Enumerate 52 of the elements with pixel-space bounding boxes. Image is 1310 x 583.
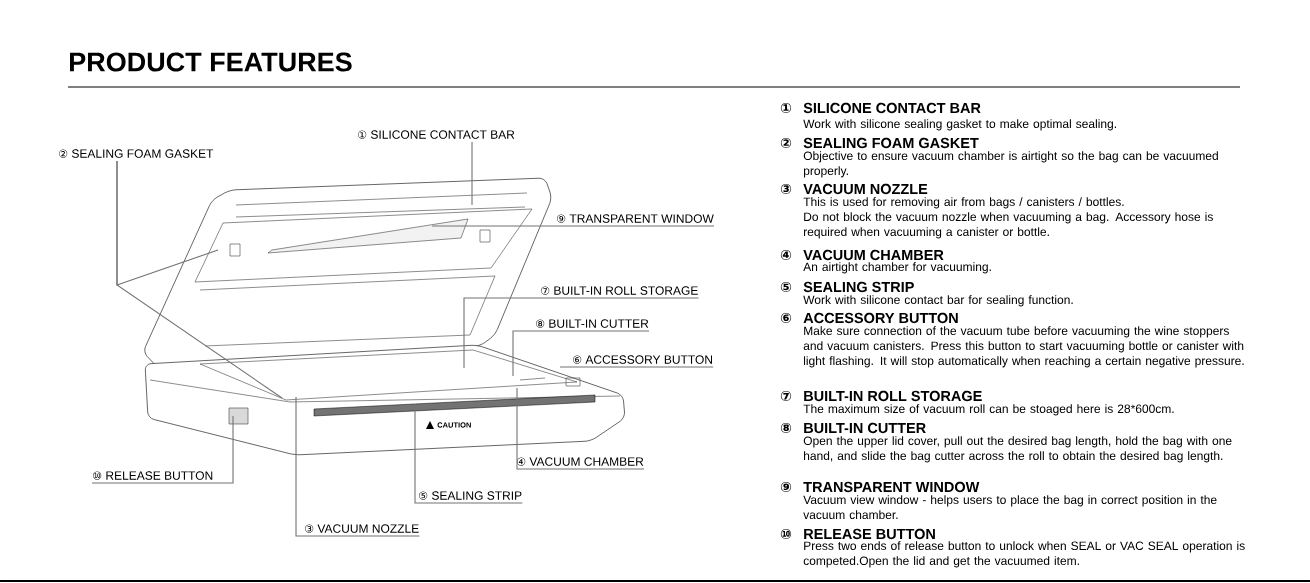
feature-description: Objective to ensure vacuum chamber is airtight so the bag can be vacuumed properly. xyxy=(803,151,1218,178)
callout-label: ① SILICONE CONTACT BAR xyxy=(358,130,515,139)
callout-number: ⑧ xyxy=(780,422,792,434)
callout-label: ② SEALING FOAM GASKET xyxy=(59,149,214,158)
leader-line xyxy=(91,415,234,484)
feature-description: Vacuum view window - helps users to place the bag in correct position in the vacuum chamber. xyxy=(803,495,1217,519)
callout-label: ④ VACUUM CHAMBER xyxy=(517,457,644,466)
feature-heading: SEALING STRIP xyxy=(803,281,914,293)
leader-line xyxy=(559,366,714,368)
callout-label: ⑨ TRANSPARENT WINDOW xyxy=(557,214,714,223)
callout-number: ⑤ xyxy=(780,281,792,293)
callout-label: ⑧ BUILT-IN CUTTER xyxy=(536,319,649,328)
callout-label: ⑤ SEALING STRIP xyxy=(419,491,522,500)
callout-label: ⑩ RELEASE BUTTON xyxy=(93,471,213,480)
leader-line xyxy=(295,396,420,537)
feature-description: Make sure connection of the vacuum tube before vacuuming the wine stoppers and vacuum canisters. Press this button to start vacuuming bottle or canister with light flashing. It will stop automatically when reaching a certain negative pressure. xyxy=(803,326,1244,368)
feature-description: Open the upper lid cover, pull out the desired bag length, hold the bag with one hand, and slide the bag cutter across the roll to obtain the desired bag length. xyxy=(803,436,1232,463)
feature-heading: SEALING FOAM GASKET xyxy=(803,137,979,149)
leader-line xyxy=(463,297,700,369)
callout-number: ① xyxy=(780,102,792,114)
feature-description: The maximum size of vacuum roll can be stoaged here is 28*600cm. xyxy=(803,404,1174,416)
feature-heading: TRANSPARENT WINDOW xyxy=(803,481,980,493)
callout-label: ③ VACUUM NOZZLE xyxy=(305,524,419,533)
callout-label: ⑦ BUILT-IN ROLL STORAGE xyxy=(541,286,698,295)
feature-heading: BUILT-IN CUTTER xyxy=(804,422,926,434)
callout-number: ③ xyxy=(780,183,792,195)
feature-heading: VACUUM CHAMBER xyxy=(803,249,944,261)
feature-heading: ACCESSORY BUTTON xyxy=(803,312,958,324)
leader-line xyxy=(471,141,473,206)
feature-description: Press two ends of release button to unlock when SEAL or VAC SEAL operation is competed.Open the lid and get the vacuumed item. xyxy=(803,541,1245,568)
leader-line xyxy=(431,225,715,227)
callout-label: ⑥ ACCESSORY BUTTON xyxy=(573,355,712,364)
feature-description: This is used for removing air from bags / canisters / bottles. xyxy=(803,197,1124,209)
feature-heading: VACUUM NOZZLE xyxy=(803,183,928,195)
feature-description: Work with silicone contact bar for sealing function. xyxy=(803,295,1073,307)
callout-number: ⑥ xyxy=(780,312,792,324)
callout-number: ⑦ xyxy=(780,390,792,402)
feature-heading: BUILT-IN ROLL STORAGE xyxy=(804,390,982,402)
leader-line xyxy=(116,160,283,399)
leader-line xyxy=(512,330,650,377)
leader-line xyxy=(516,387,645,470)
callout-number: ④ xyxy=(780,249,792,261)
feature-heading: SILICONE CONTACT BAR xyxy=(803,102,981,114)
feature-heading: RELEASE BUTTON xyxy=(804,528,935,540)
callout-number: ⑨ xyxy=(780,481,792,493)
callout-number: ⑩ xyxy=(780,528,792,540)
feature-description: Work with silicone sealing gasket to make optimal sealing. xyxy=(803,119,1116,131)
leader-line xyxy=(414,403,523,504)
feature-description: Do not block the vacuum nozzle when vacuuming a bag. Accessory hose is required when vacuuming a canister or bottle. xyxy=(804,212,1213,239)
feature-description: An airtight chamber for vacuuming. xyxy=(803,262,991,274)
callout-number: ② xyxy=(780,137,792,149)
page-title: PRODUCT FEATURES xyxy=(70,52,352,72)
